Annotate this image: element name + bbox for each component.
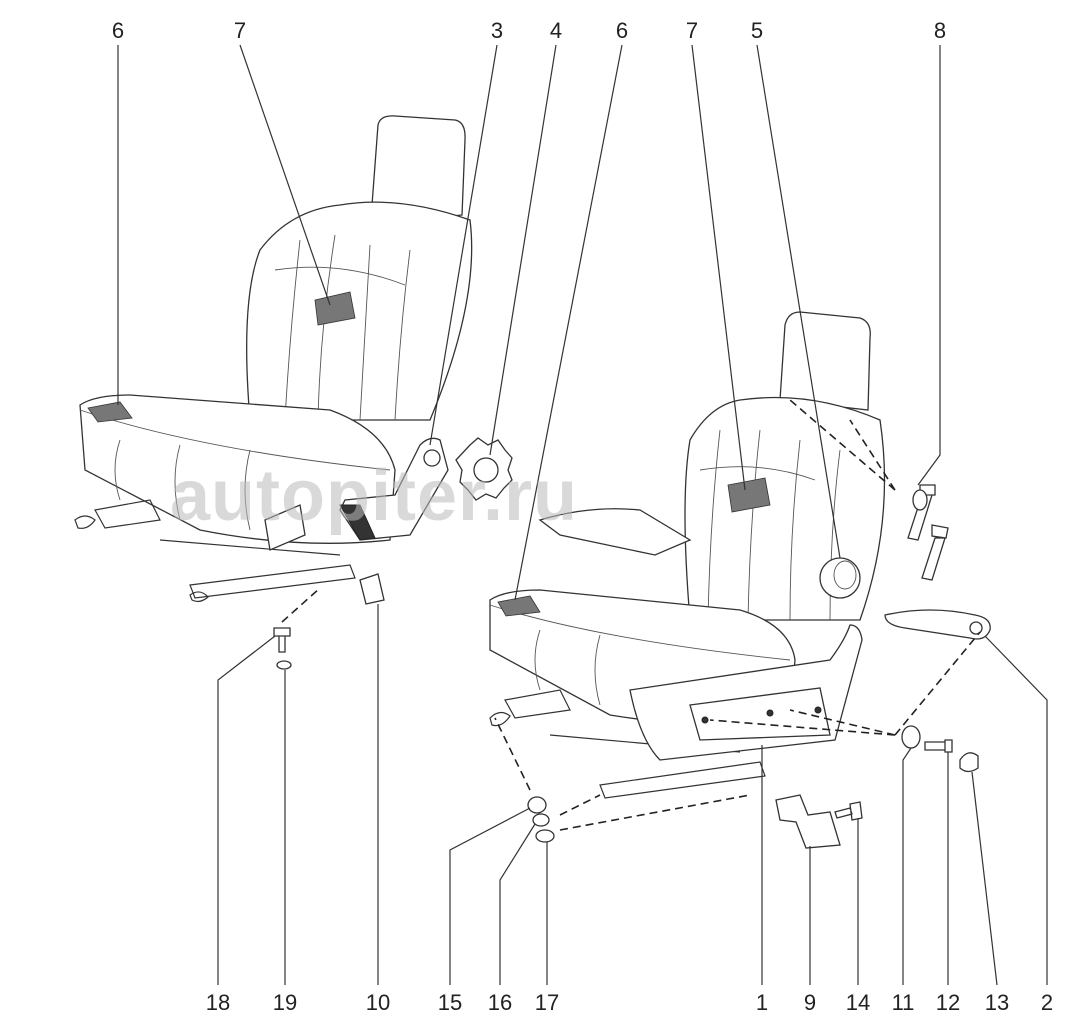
label-15: 15 [437,990,463,1015]
label-13: 13 [984,990,1010,1015]
part-2-handle [884,609,991,640]
label-1: 1 [755,990,769,1015]
watermark: autopiter.ru [170,456,579,536]
label-19: 19 [272,990,298,1015]
part-8-bolts [907,484,949,581]
part-14-screw [834,801,863,821]
left-seat [74,115,473,603]
label-8: 8 [933,18,947,43]
label-3: 3 [490,18,504,43]
label-6-right: 6 [615,18,629,43]
label-7-left: 7 [233,18,247,43]
label-9: 9 [803,990,817,1015]
label-16: 16 [487,990,513,1015]
label-4: 4 [549,18,563,43]
assembly-arrows [494,399,981,831]
label-18: 18 [205,990,231,1015]
label-6-left: 6 [111,18,125,43]
label-17: 17 [534,990,560,1015]
label-7-right: 7 [685,18,699,43]
label-5: 5 [750,18,764,43]
part-5-knob [819,557,861,599]
part-3-bracket [339,437,449,541]
parts-18-19-bolt-washer [273,587,321,670]
leader-lines [117,44,1048,986]
label-12: 12 [935,990,961,1015]
label-2: 2 [1040,990,1054,1015]
label-14: 14 [845,990,871,1015]
part-11-washer [901,725,921,749]
part-9-bracket [775,794,841,849]
part-10-clip [359,573,385,605]
label-10: 10 [365,990,391,1015]
label-11: 11 [891,990,915,1015]
parts-15-16-17 [527,796,555,843]
part-12-bolt [924,739,953,753]
part-13-cap [959,752,979,773]
